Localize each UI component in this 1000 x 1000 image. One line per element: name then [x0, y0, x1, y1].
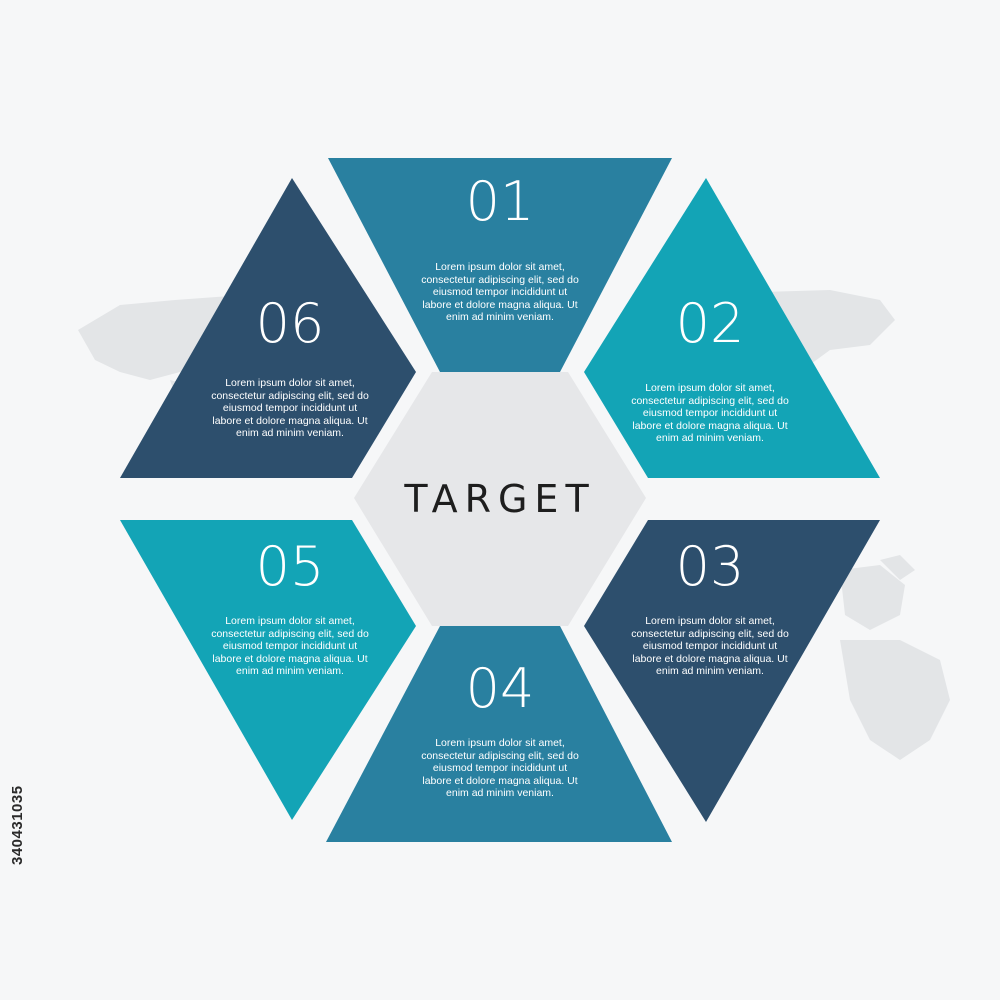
- segment-text-04: Lorem ipsum dolor sit amet, consectetur …: [421, 737, 579, 800]
- segment-05: [120, 520, 416, 820]
- segment-text-01: Lorem ipsum dolor sit amet, consectetur …: [421, 261, 579, 324]
- segment-01: [328, 158, 672, 372]
- segment-06: [120, 178, 416, 478]
- stock-id-watermark: 340431035: [9, 785, 26, 865]
- segment-number-02: 02: [676, 292, 745, 355]
- segment-text-03: Lorem ipsum dolor sit amet, consectetur …: [631, 615, 789, 678]
- segment-text-06: Lorem ipsum dolor sit amet, consectetur …: [211, 377, 369, 440]
- center-label: TARGET: [403, 477, 595, 521]
- segment-text-02: Lorem ipsum dolor sit amet, consectetur …: [631, 382, 789, 445]
- segment-text-05: Lorem ipsum dolor sit amet, consectetur …: [211, 615, 369, 678]
- center-hexagon: [354, 372, 646, 626]
- segment-number-01: 01: [466, 170, 535, 233]
- segment-number-05: 05: [256, 535, 325, 598]
- segment-02: [584, 178, 880, 478]
- segment-number-03: 03: [676, 535, 745, 598]
- segment-number-06: 06: [256, 292, 325, 355]
- segment-number-04: 04: [466, 657, 535, 720]
- segment-04: [326, 626, 672, 842]
- segment-03: [584, 520, 880, 822]
